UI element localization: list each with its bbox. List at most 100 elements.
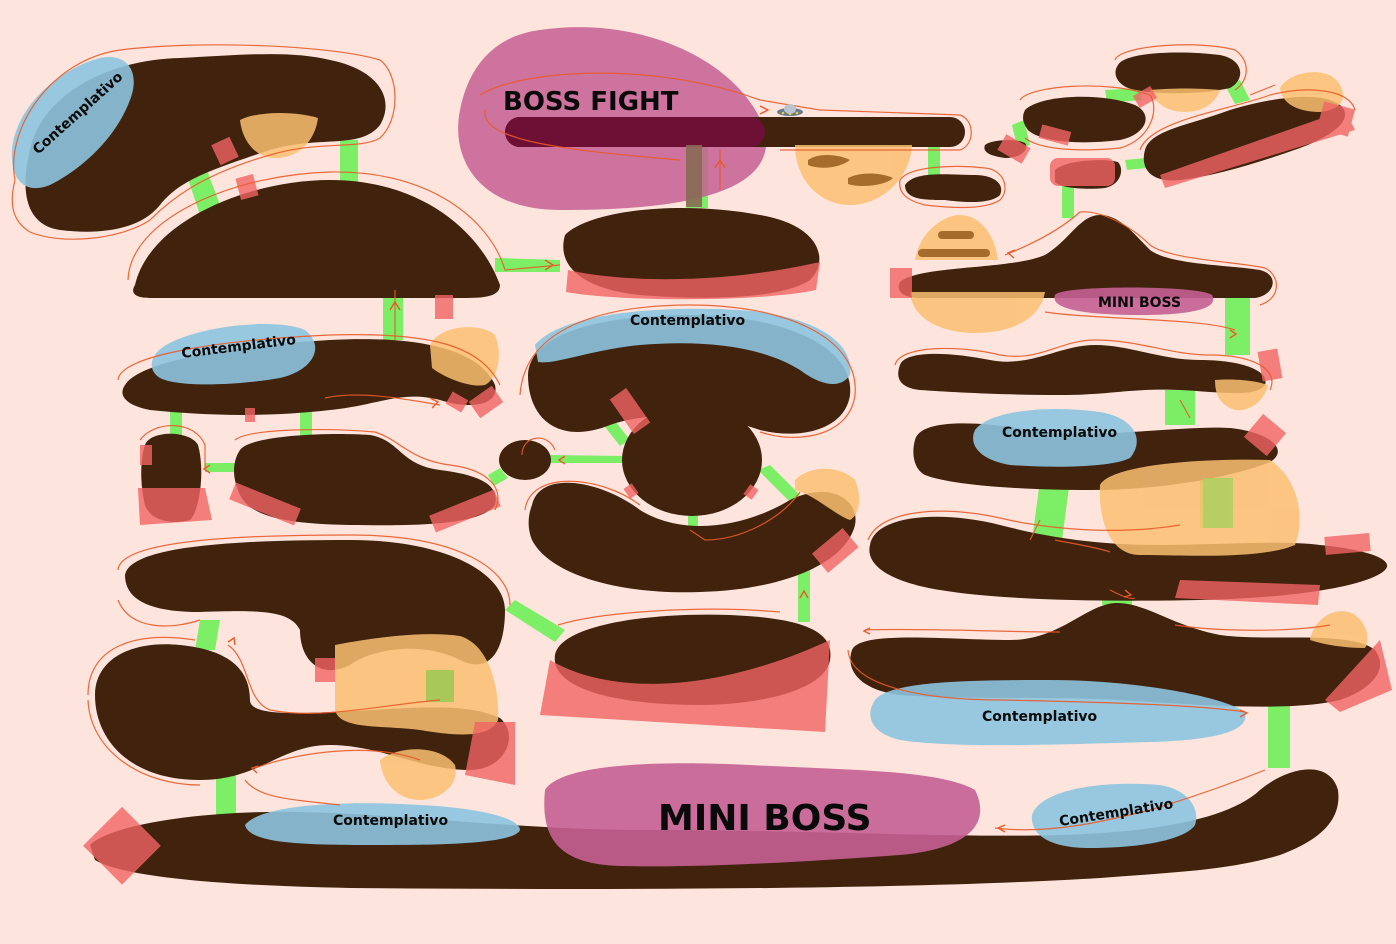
path-line (521, 437, 556, 456)
danger-zone (435, 295, 453, 319)
path-line (864, 628, 1061, 633)
arrow-marker (429, 397, 440, 409)
mini-boss-label-small: MINI BOSS (1098, 295, 1181, 311)
arrow-marker (996, 824, 1006, 833)
path-arrows (202, 105, 1249, 833)
secret-zone (430, 327, 499, 386)
path-line (847, 649, 1246, 713)
arrow-marker (759, 105, 770, 115)
secret-zone (795, 145, 912, 205)
path-line (1004, 211, 1277, 306)
danger-zone (468, 385, 504, 419)
secret-zones (240, 72, 1368, 800)
danger-zone (997, 134, 1031, 164)
path-line (1054, 539, 1111, 553)
connector (1105, 88, 1142, 103)
boss-fight-bridge-overlay (505, 117, 765, 147)
danger-zone (540, 640, 830, 732)
danger-zone (140, 445, 152, 465)
contemplativo-label: Contemplativo (982, 709, 1098, 725)
connector (205, 463, 238, 472)
path-line (689, 491, 801, 541)
danger-zone (1243, 413, 1287, 457)
danger-zone (1038, 124, 1072, 146)
path-line (1029, 519, 1041, 541)
path-line (244, 779, 341, 806)
path-line (127, 171, 561, 281)
arrow-marker (202, 464, 211, 474)
arrow-marker (227, 636, 236, 646)
arrow-marker (1006, 249, 1016, 259)
mini-boss-zone-small (1054, 287, 1214, 315)
terrain-block (528, 482, 856, 593)
secret-zone (380, 749, 456, 800)
path-line (484, 109, 681, 161)
danger-zone (1160, 110, 1355, 188)
arrow-marker (714, 158, 726, 169)
secret-platform (808, 155, 850, 168)
connector (383, 290, 403, 340)
danger-zone (1132, 85, 1158, 109)
terrain-block (898, 345, 1266, 395)
terrain-block (90, 769, 1339, 889)
arrow-marker (862, 627, 871, 635)
terrain-block (869, 516, 1388, 601)
path-line (139, 425, 206, 470)
connector (928, 145, 940, 180)
terrain-block (898, 215, 1273, 298)
connector (1165, 390, 1195, 425)
danger-zone (1257, 348, 1283, 382)
path-line (1249, 84, 1276, 96)
secret-platform (1203, 478, 1233, 528)
danger-zone (1175, 580, 1320, 605)
danger-zone (138, 488, 212, 525)
contemplative-zone (535, 308, 851, 385)
path-line (324, 394, 441, 406)
secret-zone (910, 292, 1045, 333)
contemplative-zone (973, 409, 1137, 467)
terrain-block (905, 174, 1002, 203)
connector (488, 468, 508, 486)
danger-zone (811, 527, 859, 573)
secret-zone (335, 634, 499, 735)
path-line (1114, 44, 1247, 91)
danger-zone (609, 388, 651, 434)
terrain-block (622, 404, 762, 516)
secret-zone (1150, 88, 1220, 112)
path-line (117, 599, 201, 627)
secret-platform (848, 173, 893, 186)
arrow-marker (389, 300, 401, 311)
secret-platform (918, 249, 990, 257)
path-line (227, 644, 441, 714)
contemplative-zone (870, 680, 1246, 746)
terrain-block (1143, 96, 1346, 181)
path-line (254, 749, 421, 769)
terrain-block (234, 433, 496, 526)
secret-platforms (426, 155, 1233, 702)
danger-zone (743, 484, 759, 500)
connector (798, 565, 810, 622)
path-line (87, 636, 196, 696)
connector (1062, 185, 1074, 218)
danger-zone (465, 722, 515, 785)
danger-zone (229, 482, 301, 526)
connector (495, 258, 560, 272)
path-line (867, 510, 1181, 541)
path-line (519, 304, 856, 438)
contemplativo-label: Contemplativo (333, 813, 449, 829)
connector (505, 600, 565, 642)
arrow-marker (557, 455, 566, 465)
path-line (479, 72, 972, 151)
danger-zone (245, 408, 255, 422)
boss-fight-label: BOSS FIGHT (503, 87, 679, 117)
connector (1125, 158, 1147, 170)
connector (340, 140, 358, 185)
terrain-block (1115, 52, 1241, 94)
mini-boss-zone-big (544, 763, 981, 867)
danger-zone (1050, 158, 1115, 186)
secret-zone (1099, 459, 1300, 556)
arrow-marker (1239, 709, 1249, 718)
mini-boss-label-big: MINI BOSS (658, 798, 872, 839)
terrain-block (499, 440, 551, 480)
